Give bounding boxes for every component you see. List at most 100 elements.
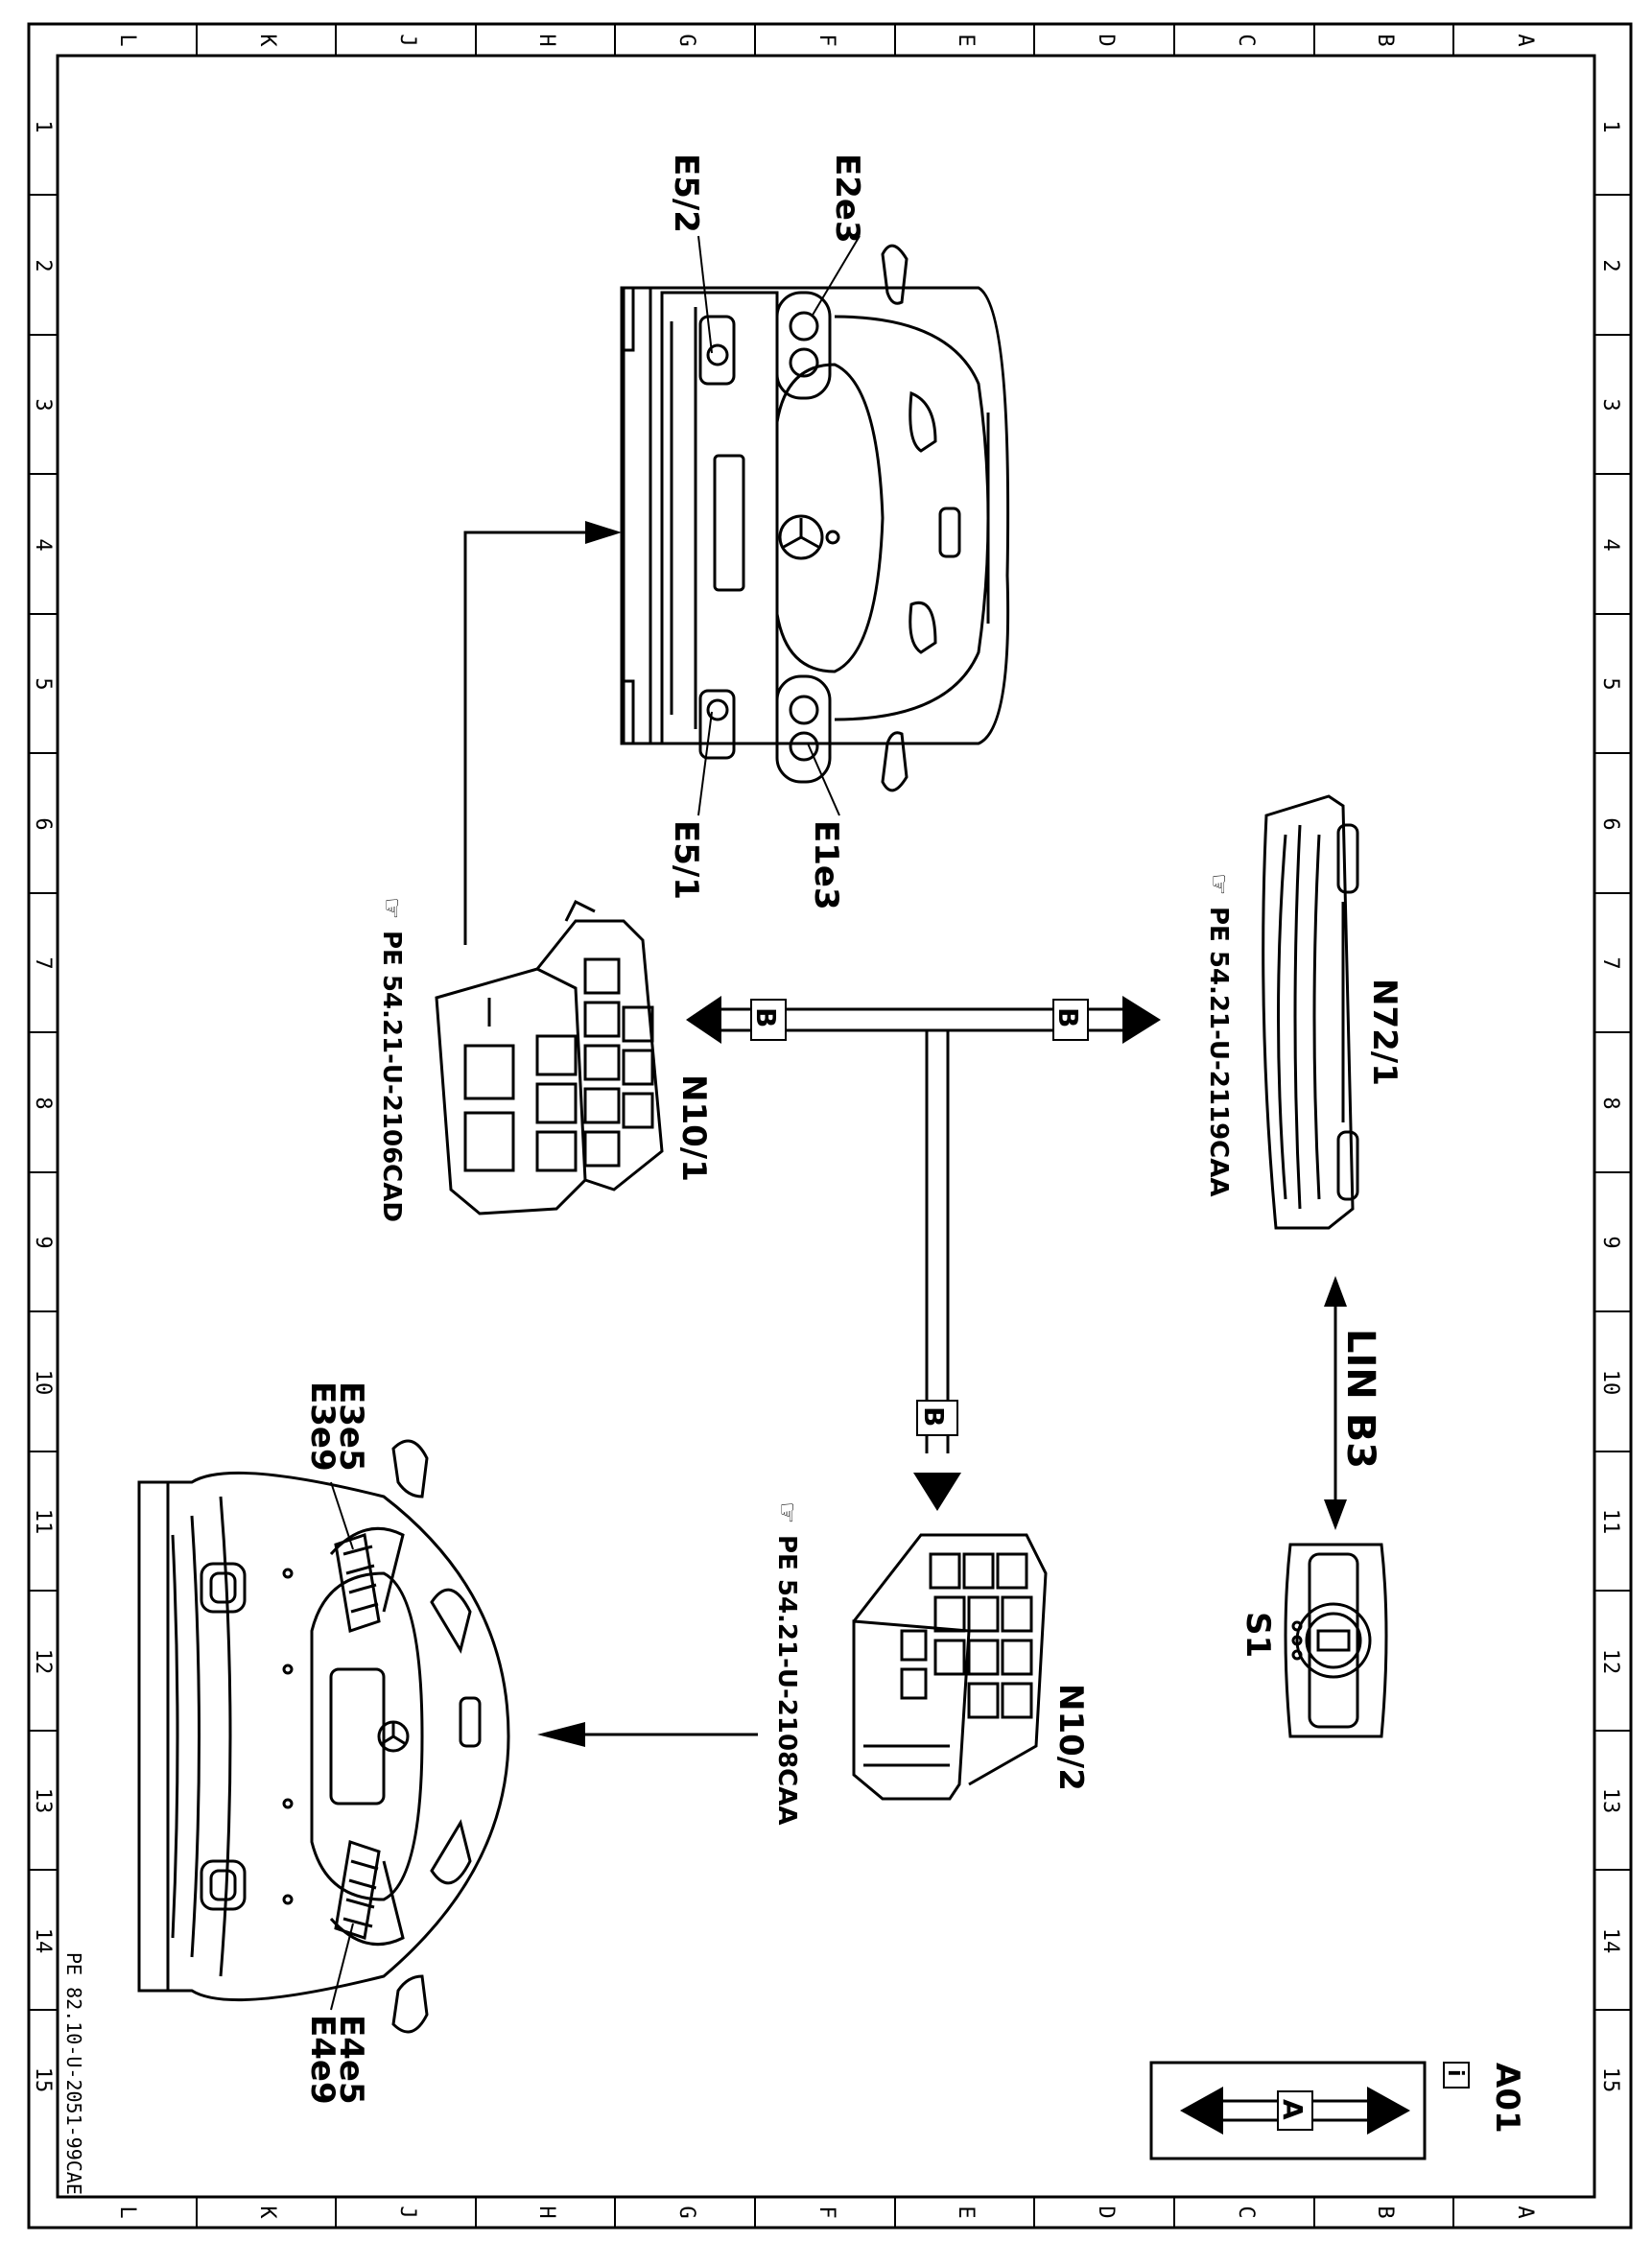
row-label: 4 (1598, 538, 1622, 551)
row-label: 13 (31, 1788, 55, 1814)
row-label: 11 (31, 1509, 55, 1535)
s1-label: S1 (1239, 1612, 1277, 1658)
row-label: 12 (31, 1649, 55, 1675)
row-label: 8 (31, 1097, 55, 1109)
row-label: 9 (31, 1236, 55, 1248)
col-label: J (395, 34, 419, 46)
bus-b-box-down (916, 1400, 958, 1436)
row-label: 15 (1598, 2067, 1622, 2093)
row-label: 2 (31, 259, 55, 271)
column-labels-top: L K J H G F E D C B A (115, 34, 1537, 47)
e1e3-label: E1e3 (807, 820, 845, 910)
n10-2-label: N10/2 (1051, 1684, 1090, 1791)
legend-box (1149, 2061, 1427, 2160)
reference-hand-icon: ☞ (377, 897, 406, 919)
e4e9-label: E4e9 (303, 2015, 342, 2105)
col-label: A (1513, 34, 1537, 46)
row-labels-left: 1 2 3 4 5 6 7 8 9 10 11 12 13 14 15 (31, 120, 55, 2092)
row-label: 5 (1598, 677, 1622, 690)
col-label: H (534, 34, 558, 46)
legend-arrowhead-left (1180, 2087, 1223, 2135)
info-icon (1443, 2062, 1470, 2089)
document-id: PE 82.10-U-2051-99CAE (62, 1952, 85, 2195)
col-label: J (395, 2206, 419, 2218)
row-label: 3 (31, 398, 55, 411)
column-labels-bottom: L K J H G F E D C B A (115, 2206, 1537, 2219)
arrowhead (585, 521, 622, 544)
bus-b-label: B (918, 1406, 950, 1427)
row-label: 8 (1598, 1097, 1622, 1109)
row-dividers (29, 194, 1631, 2011)
bus-b-junction (720, 1007, 1122, 1453)
col-label: K (255, 34, 279, 47)
bus-b-box-left (750, 999, 787, 1041)
col-label: E (954, 34, 978, 46)
n72-1-label: N72/1 (1365, 979, 1404, 1086)
col-label: E (954, 2206, 978, 2218)
col-label: A (1513, 2206, 1537, 2218)
reference-hand-icon: ☞ (1204, 873, 1233, 895)
n10-1-label: N10/1 (674, 1074, 713, 1182)
bus-arrowhead-right (1122, 996, 1161, 1044)
legend-arrowhead-right (1367, 2087, 1410, 2135)
col-label: G (674, 2206, 698, 2218)
col-label: C (1234, 2206, 1258, 2218)
col-label: L (115, 2206, 139, 2218)
col-label: L (115, 34, 139, 46)
reference-hand-icon: ☞ (772, 1501, 801, 1523)
e5-1-label: E5/1 (667, 820, 705, 900)
e3e9-label: E3e9 (303, 1381, 342, 1472)
row-label: 10 (1598, 1370, 1622, 1396)
bus-arrowhead-left (686, 996, 721, 1044)
row-label: 3 (1598, 398, 1622, 411)
e4e5-label: E4e5 (332, 2015, 370, 2105)
bus-b-label: B (1052, 1007, 1084, 1027)
row-label: 15 (31, 2067, 55, 2093)
rear-leader-lines (330, 1481, 354, 2011)
lin-arrowhead-down (1324, 1499, 1347, 1530)
n10-2-module-illustration (852, 1533, 1048, 1801)
row-labels-right: 1 2 3 4 5 6 7 8 9 10 11 12 13 14 15 (1598, 120, 1622, 2092)
front-leader-lines (697, 235, 861, 816)
e2e3-label: E2e3 (828, 153, 866, 244)
col-label: D (1094, 2206, 1118, 2218)
e5-2-label: E5/2 (667, 153, 705, 233)
row-label: 14 (1598, 1928, 1622, 1954)
row-label: 12 (1598, 1649, 1622, 1675)
column-dividers (196, 24, 1454, 2228)
n72-1-reference: PE 54.21-U-2119CAA (1204, 907, 1233, 1197)
row-label: 6 (1598, 817, 1622, 830)
n10-2-reference: PE 54.21-U-2108CAA (772, 1535, 801, 1826)
row-label: 11 (1598, 1509, 1622, 1535)
row-label: 6 (31, 817, 55, 830)
row-label: 13 (1598, 1788, 1622, 1814)
legend-bus-box (1277, 2090, 1313, 2131)
sheet-label: A01 (1488, 2063, 1526, 2134)
row-label: 7 (1598, 956, 1622, 969)
col-label: B (1373, 34, 1397, 46)
row-label: 4 (31, 538, 55, 551)
row-label: 9 (1598, 1236, 1622, 1248)
s1-switch-illustration (1284, 1543, 1388, 1738)
row-label: 10 (31, 1370, 55, 1396)
col-label: C (1234, 34, 1258, 46)
e3e5-label: E3e5 (332, 1381, 370, 1472)
legend-bus-label: A (1277, 2099, 1309, 2120)
inner-frame (56, 54, 1596, 2199)
lin-arrowhead-up (1324, 1276, 1347, 1307)
col-label: F (814, 2206, 838, 2218)
col-label: K (255, 2206, 279, 2219)
bus-b-box-right (1052, 999, 1089, 1041)
row-label: 5 (31, 677, 55, 690)
col-label: F (814, 34, 838, 46)
bus-b-label: B (750, 1007, 782, 1027)
row-label: 2 (1598, 259, 1622, 271)
row-label: 1 (1598, 120, 1622, 132)
col-label: G (674, 34, 698, 46)
rear-vehicle-illustration (137, 1439, 510, 2034)
n10-1-reference: PE 54.21-U-2106CAD (377, 931, 406, 1222)
row-label: 1 (31, 120, 55, 132)
outer-frame (27, 22, 1633, 2230)
info-icon-glyph: i (1443, 2069, 1467, 2077)
